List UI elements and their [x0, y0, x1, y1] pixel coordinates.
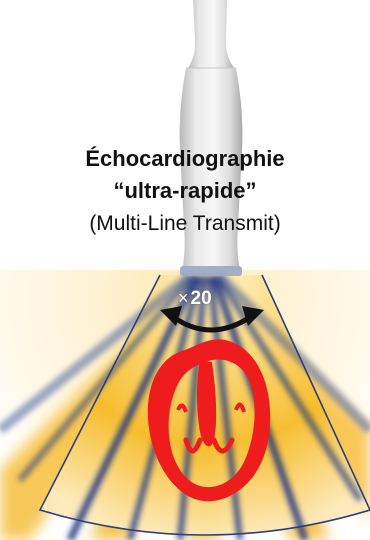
title-line-2: “ultra-rapide” [35, 178, 335, 204]
multiply-symbol: × [178, 288, 189, 308]
title-line-3: (Multi-Line Transmit) [35, 211, 335, 237]
probe-cable [188, 0, 234, 68]
title-line-1: Échocardiographie [35, 146, 335, 172]
acceleration-factor-label: ×20 [178, 287, 238, 310]
acceleration-factor-value: 20 [191, 288, 212, 309]
